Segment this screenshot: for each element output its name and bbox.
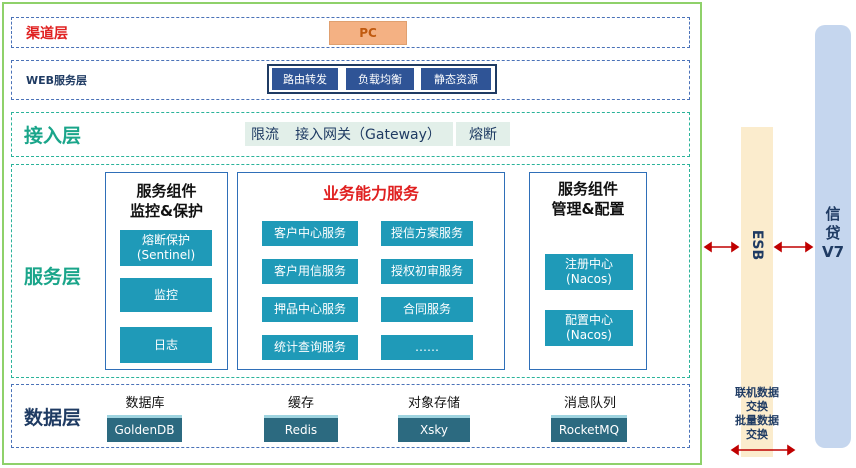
web-layer: [11, 60, 690, 100]
message-queue-label: 消息队列: [563, 396, 616, 411]
batch-arrow-head-left: [730, 444, 739, 456]
credit-v7-system: [815, 25, 851, 448]
service-layer-label: 服务层: [24, 265, 82, 288]
service-tile: 客户用信服务: [262, 259, 358, 284]
web-layer-label: WEB服务层: [26, 74, 88, 87]
monitor-title-line1: 服务组件: [136, 182, 197, 200]
web-item-routing: 路由转发: [272, 68, 338, 90]
note-line-3: 批量数据: [735, 414, 779, 427]
credit-char-3: V7: [821, 243, 845, 261]
arrow-head-left: [703, 241, 712, 253]
registry-tile: 注册中心 (Nacos): [545, 254, 633, 290]
database-label: 数据库: [125, 396, 165, 411]
manage-panel-title: 服务组件 管理&配置: [529, 178, 647, 220]
access-layer: [11, 112, 690, 157]
credit-char-1: 信: [825, 205, 841, 223]
esb-arrows: [703, 241, 814, 253]
business-panel-title: 业务能力服务: [322, 184, 419, 203]
esb-bar: [741, 127, 773, 457]
service-tile-more: ……: [381, 335, 473, 360]
note-line-1: 联机数据: [735, 386, 779, 399]
arrow-head-right-2: [805, 241, 814, 253]
circuit-break-box: 熔断: [456, 122, 510, 146]
web-item-static-resource: 静态资源: [421, 68, 491, 90]
credit-v7-label: 信 贷 V7: [815, 205, 851, 275]
architecture-frame: [2, 2, 702, 465]
service-tile: 授信方案服务: [381, 221, 473, 246]
note-line-4: 交换: [746, 428, 768, 441]
pc-channel-box: PC: [329, 21, 407, 45]
sentinel-tile: 熔断保护 (Sentinel): [120, 230, 212, 266]
credit-char-2: 贷: [825, 224, 841, 242]
manage-title-line2: 管理&配置: [551, 200, 625, 218]
redis-tile: Redis: [264, 415, 338, 442]
config-center-tile: 配置中心 (Nacos): [545, 310, 633, 346]
monitor-panel-title: 服务组件 监控&保护: [105, 180, 228, 222]
monitor-title-line2: 监控&保护: [129, 202, 204, 220]
esb-exchange-note: 联机数据 交换 批量数据 交换: [722, 386, 792, 442]
batch-arrow: [730, 444, 796, 456]
rate-limit-box: 限流: [245, 122, 285, 146]
rocketmq-tile: RocketMQ: [551, 415, 627, 442]
access-layer-label: 接入层: [24, 124, 82, 147]
channel-layer-label: 渠道层: [26, 26, 68, 42]
service-tile: 客户中心服务: [262, 221, 358, 246]
arrow-head-left-2: [773, 241, 782, 253]
service-tile: 合同服务: [381, 297, 473, 322]
monitoring-tile: 监控: [120, 278, 212, 312]
xsky-tile: Xsky: [398, 415, 470, 442]
note-line-2: 交换: [746, 400, 768, 413]
service-tile: 统计查询服务: [262, 335, 358, 360]
data-layer-label: 数据层: [24, 406, 82, 429]
channel-layer: [11, 17, 690, 48]
service-layer: [11, 164, 690, 378]
arrow-head-right: [731, 241, 740, 253]
batch-arrow-head-right: [787, 444, 796, 456]
manage-title-line1: 服务组件: [557, 180, 618, 198]
web-item-load-balance: 负载均衡: [346, 68, 414, 90]
object-storage-label: 对象存储: [407, 396, 460, 411]
gateway-box: 接入网关（Gateway）: [283, 122, 453, 146]
service-tile: 押品中心服务: [262, 297, 358, 322]
cache-label: 缓存: [287, 396, 314, 411]
service-tile: 授权初审服务: [381, 259, 473, 284]
data-layer: [11, 384, 690, 448]
goldendb-tile: GoldenDB: [107, 415, 182, 442]
logging-tile: 日志: [120, 327, 212, 363]
